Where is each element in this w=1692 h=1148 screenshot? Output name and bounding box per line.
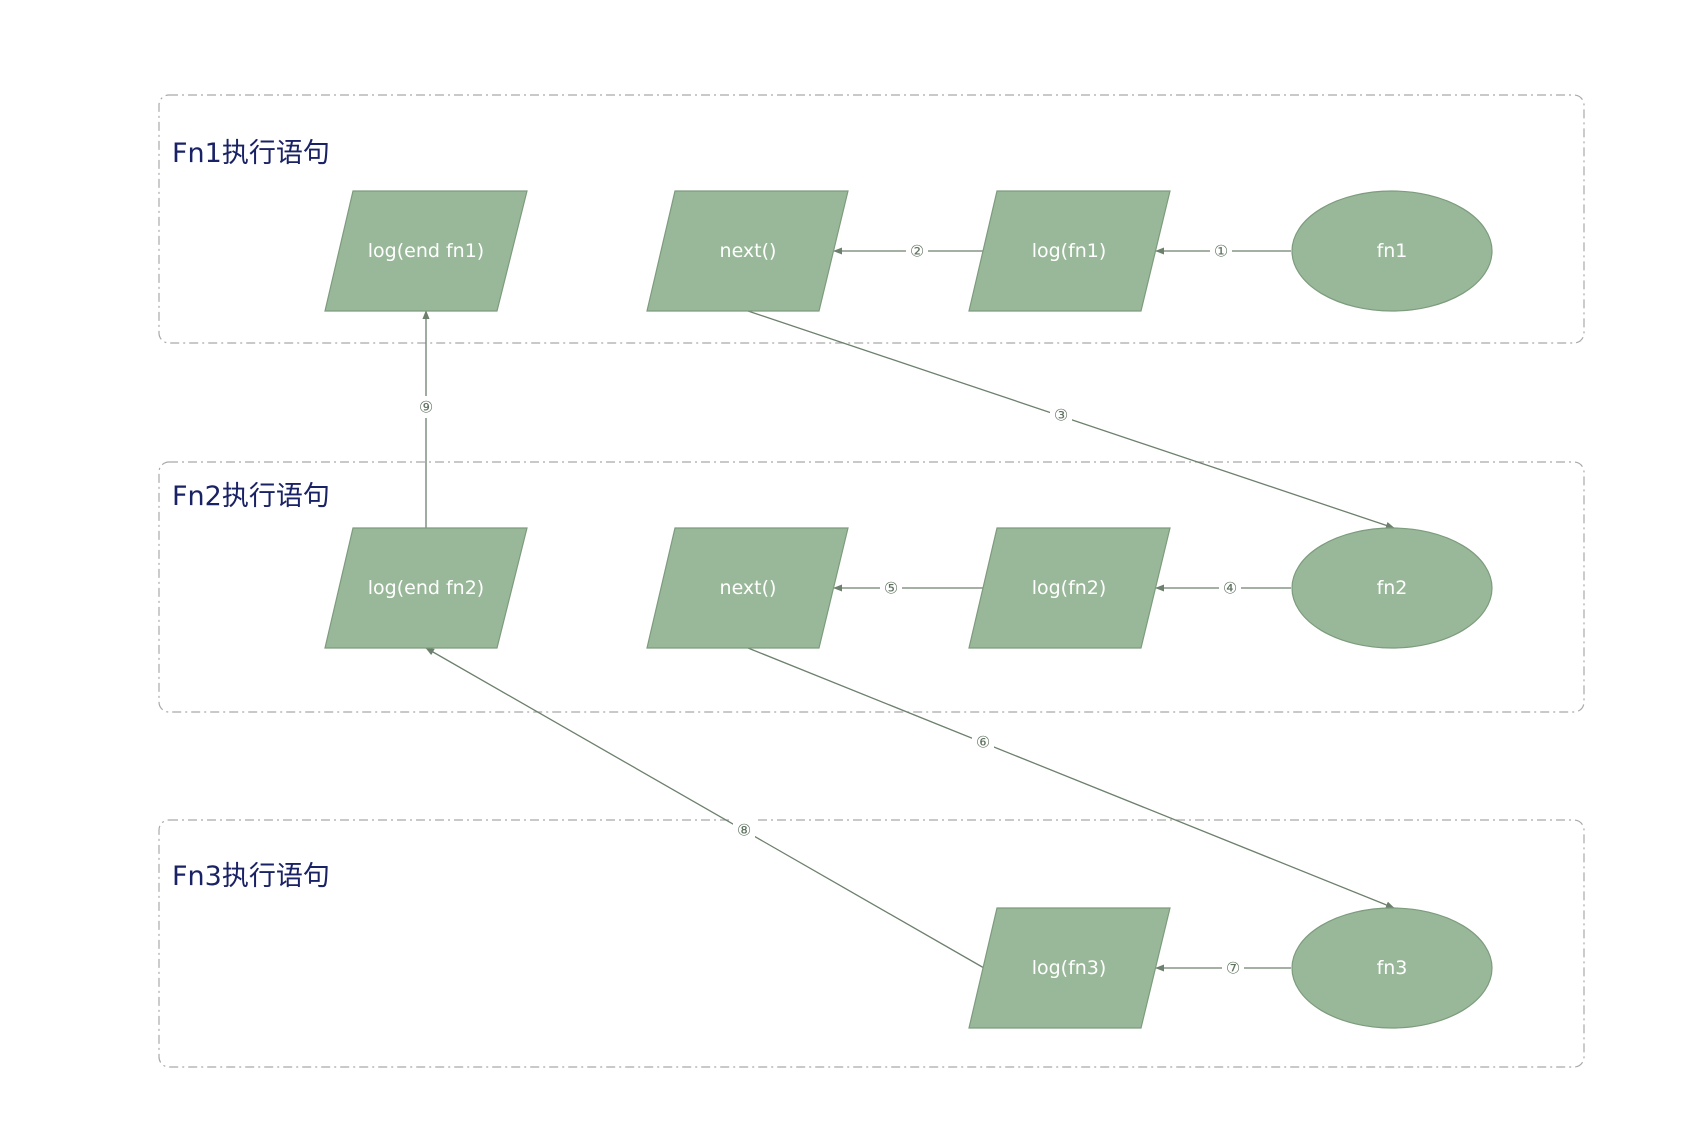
svg-text:fn2: fn2 — [1377, 577, 1408, 599]
edge-label-3: ③ — [1050, 404, 1072, 426]
edge-label-4: ④ — [1219, 577, 1241, 599]
node-next-fn2[interactable]: next() — [646, 527, 849, 649]
svg-text:⑧: ⑧ — [737, 821, 751, 840]
svg-text:next(): next() — [720, 577, 777, 599]
svg-text:⑨: ⑨ — [419, 398, 433, 417]
svg-text:⑥: ⑥ — [976, 733, 990, 752]
edge-6 — [747, 647, 1395, 909]
node-fn2[interactable]: fn2 — [1291, 527, 1493, 649]
group-title: Fn3执行语句 — [172, 861, 330, 892]
node-fn1[interactable]: fn1 — [1291, 190, 1493, 312]
group-fn3: Fn3执行语句 — [158, 819, 1585, 1068]
group-fn2: Fn2执行语句 — [158, 461, 1585, 713]
svg-text:log(end fn2): log(end fn2) — [368, 577, 484, 599]
edge-labels: ① ② ③ ④ ⑤ ⑥ ⑦ ⑧ — [415, 240, 1244, 979]
group-fn1: Fn1执行语句 — [158, 94, 1585, 344]
svg-text:fn3: fn3 — [1377, 957, 1408, 979]
edge-8 — [425, 647, 985, 969]
svg-text:log(fn1): log(fn1) — [1032, 240, 1107, 262]
node-fn3[interactable]: fn3 — [1291, 907, 1493, 1029]
svg-text:log(fn3): log(fn3) — [1032, 957, 1107, 979]
edge-label-7: ⑦ — [1222, 957, 1244, 979]
edge-label-6: ⑥ — [972, 731, 994, 753]
svg-text:②: ② — [910, 242, 924, 261]
edge-label-2: ② — [906, 240, 928, 262]
node-log-fn1[interactable]: log(fn1) — [968, 190, 1171, 312]
node-next-fn1[interactable]: next() — [646, 190, 849, 312]
node-log-fn3[interactable]: log(fn3) — [968, 907, 1171, 1029]
svg-text:fn1: fn1 — [1377, 240, 1408, 262]
node-end-fn1[interactable]: log(end fn1) — [324, 190, 528, 312]
svg-text:①: ① — [1214, 242, 1228, 261]
svg-text:log(end fn1): log(end fn1) — [368, 240, 484, 262]
svg-text:⑦: ⑦ — [1226, 959, 1240, 978]
svg-text:⑤: ⑤ — [884, 579, 898, 598]
node-log-fn2[interactable]: log(fn2) — [968, 527, 1171, 649]
edge-label-9: ⑨ — [415, 396, 437, 418]
group-title: Fn1执行语句 — [172, 138, 330, 169]
svg-text:log(fn2): log(fn2) — [1032, 577, 1107, 599]
edge-label-1: ① — [1210, 240, 1232, 262]
group-title: Fn2执行语句 — [172, 481, 330, 512]
edge-label-8: ⑧ — [733, 819, 755, 841]
node-end-fn2[interactable]: log(end fn2) — [324, 527, 528, 649]
svg-text:③: ③ — [1054, 406, 1068, 425]
edge-label-5: ⑤ — [880, 577, 902, 599]
svg-text:④: ④ — [1223, 579, 1237, 598]
svg-text:next(): next() — [720, 240, 777, 262]
